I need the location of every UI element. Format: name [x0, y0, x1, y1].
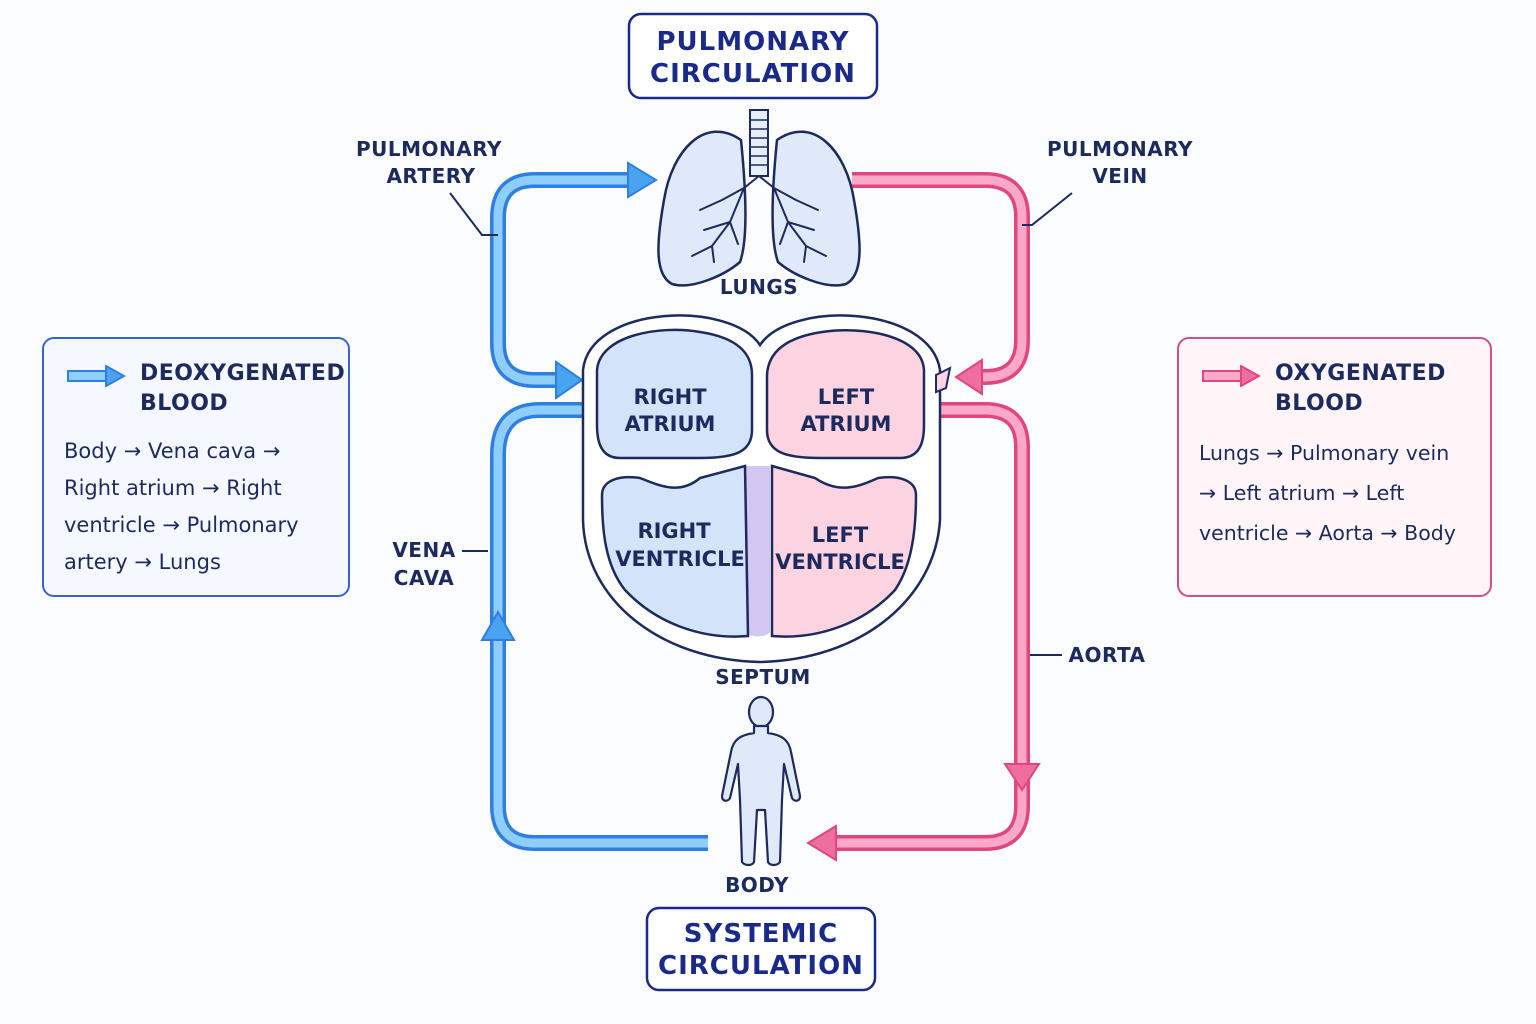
legend-oxygenated: OXYGENATED BLOOD Lungs → Pulmonary vein …	[1177, 337, 1492, 597]
right-ventricle-label-1: RIGHT	[637, 519, 711, 543]
legend-deoxygenated-title-2: BLOOD	[140, 391, 229, 416]
left-atrium-label-1: LEFT	[818, 385, 875, 409]
legend-oxygenated-title-2: BLOOD	[1275, 391, 1364, 416]
legend-oxygenated-title: OXYGENATED BLOOD	[1275, 359, 1446, 419]
legend-deoxygenated-title: DEOXYGENATED BLOOD	[140, 359, 345, 419]
pink-arrow-icon	[1202, 365, 1261, 387]
pulmonary-title-line2: CIRCULATION	[650, 59, 856, 89]
lungs-label: LUNGS	[720, 275, 798, 299]
blue-arrow-icon	[67, 365, 126, 387]
pulmonary-artery-label-1: PULMONARY	[356, 137, 502, 161]
body-icon	[720, 695, 802, 867]
left-ventricle-label-2: VENTRICLE	[775, 550, 905, 574]
septum	[745, 466, 770, 637]
pulmonary-vein-arrow	[852, 172, 1030, 396]
right-ventricle	[600, 464, 750, 638]
legend-oxygenated-path: Lungs → Pulmonary vein → Left atrium → L…	[1199, 441, 1456, 545]
legend-deoxygenated: DEOXYGENATED BLOOD Body → Vena cava → Ri…	[42, 337, 350, 597]
systemic-title-line2: CIRCULATION	[658, 951, 864, 981]
heart	[581, 314, 952, 664]
septum-label: SEPTUM	[715, 665, 811, 689]
pulmonary-artery-arrow	[490, 161, 658, 400]
legend-oxygenated-title-1: OXYGENATED	[1275, 361, 1446, 386]
body-label: BODY	[725, 873, 789, 897]
pulmonary-artery-label-2: ARTERY	[386, 164, 475, 188]
pulmonary-vein-label-1: PULMONARY	[1047, 137, 1193, 161]
right-atrium-label-1: RIGHT	[633, 385, 707, 409]
left-ventricle-label-1: LEFT	[812, 523, 869, 547]
right-atrium-label-2: ATRIUM	[625, 412, 716, 436]
pulmonary-title-line1: PULMONARY	[656, 27, 849, 57]
left-atrium	[765, 329, 926, 460]
systemic-title-line1: SYSTEMIC	[684, 919, 838, 949]
legend-deoxygenated-path: Body → Vena cava → Right atrium → Right …	[64, 439, 299, 574]
lungs-icon	[657, 109, 861, 287]
systemic-circulation-title: SYSTEMIC CIRCULATION	[645, 906, 877, 992]
right-atrium	[595, 328, 754, 460]
left-ventricle	[770, 464, 918, 638]
pulmonary-vein-label-2: VEIN	[1092, 164, 1147, 188]
left-atrium-label-2: ATRIUM	[801, 412, 892, 436]
legend-deoxygenated-title-1: DEOXYGENATED	[140, 361, 346, 386]
aorta-label: AORTA	[1068, 643, 1145, 667]
right-ventricle-label-2: VENTRICLE	[615, 547, 745, 571]
vena-cava-label-2: CAVA	[394, 566, 454, 590]
vena-cava-label-1: VENA	[392, 538, 455, 562]
pulmonary-circulation-title: PULMONARY CIRCULATION	[627, 12, 879, 100]
